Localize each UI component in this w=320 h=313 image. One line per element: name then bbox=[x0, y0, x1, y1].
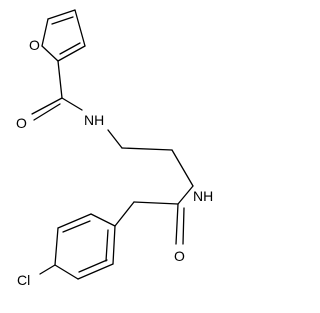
furan-bond-c2-c3 bbox=[57, 45, 86, 62]
amide-nitrogen-top-label: NH bbox=[84, 112, 104, 128]
ring-bond-4 bbox=[54, 264, 79, 280]
bond-c2-carbonyl bbox=[57, 60, 63, 99]
bond-carbonyl-o-second bbox=[33, 103, 61, 121]
ring-inner-2 bbox=[78, 259, 108, 273]
bond-ch2-n bbox=[171, 149, 194, 187]
ring-bond-2 bbox=[57, 213, 92, 229]
bond-ch2-ch2 bbox=[121, 147, 173, 151]
furan-bond-c2-c3-inner bbox=[59, 42, 81, 55]
bond-carbonyl-o-bottom-second bbox=[182, 207, 185, 245]
ring-inner-3 bbox=[105, 229, 109, 262]
ring-bond-3 bbox=[54, 227, 59, 266]
bond-n-carbonyl bbox=[177, 185, 194, 205]
bond-carbonyl-n bbox=[61, 97, 83, 111]
ring-bond-1 bbox=[90, 213, 116, 227]
bond-ch2-aryl bbox=[114, 201, 135, 227]
bond-carbonyl-o-bottom bbox=[175, 203, 179, 245]
chlorophenyl-ring bbox=[39, 213, 116, 280]
chlorine-label: Cl bbox=[17, 272, 30, 288]
carbonyl-oxygen-top-label: O bbox=[16, 115, 27, 131]
bond-c-cl bbox=[39, 264, 56, 275]
carbonyl-oxygen-bottom-label: O bbox=[174, 248, 185, 264]
bond-carbonyl-ch2 bbox=[133, 201, 179, 205]
furan-ring bbox=[41, 9, 86, 62]
ring-inner-1 bbox=[62, 220, 91, 233]
furan-oxygen-label: O bbox=[29, 37, 40, 53]
acetamide bbox=[114, 185, 194, 245]
bond-n-ch2 bbox=[107, 129, 123, 149]
chemical-structure: O O NH NH O Cl bbox=[16, 9, 213, 288]
atom-labels: O O NH NH O Cl bbox=[16, 37, 213, 288]
bond-carbonyl-o bbox=[31, 97, 63, 115]
ethylene-linker bbox=[107, 129, 194, 187]
carboxamide-top bbox=[31, 60, 83, 121]
furan-bond-c5-c4-inner bbox=[51, 16, 74, 25]
furan-bond-c3-c4 bbox=[74, 9, 86, 47]
furan-bond-o-c5 bbox=[41, 18, 49, 47]
furan-bond-c5-c4 bbox=[47, 9, 76, 20]
ring-bond-6 bbox=[112, 225, 116, 265]
furan-bond-o-c2 bbox=[41, 45, 59, 62]
ring-bond-5 bbox=[77, 263, 114, 280]
amide-nitrogen-bottom-label: NH bbox=[193, 188, 213, 204]
